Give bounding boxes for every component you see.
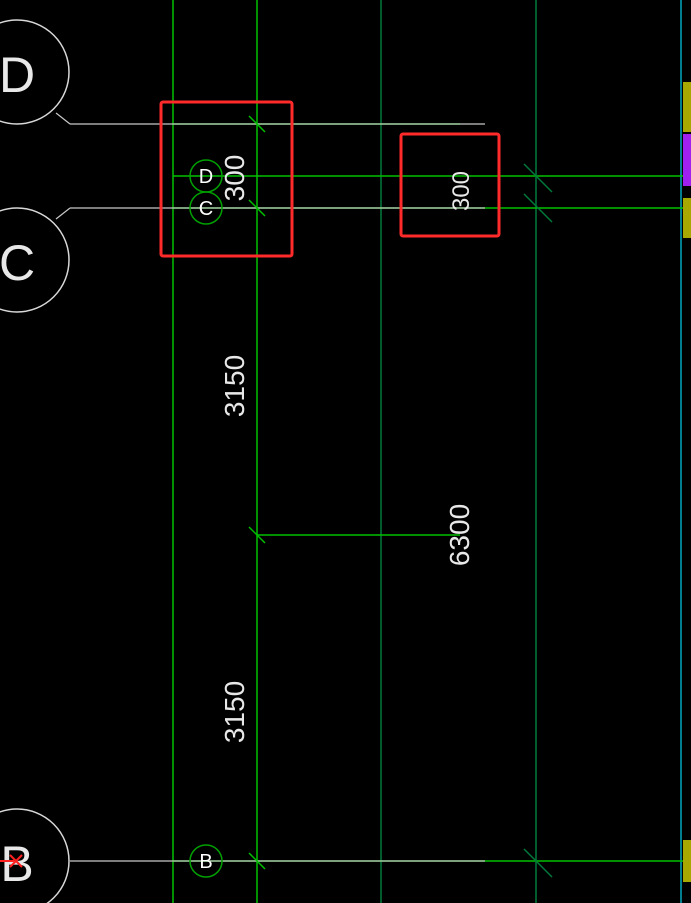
- purple-block[interactable]: [683, 134, 691, 186]
- small-bubble-b[interactable]: B: [189, 844, 223, 878]
- red-x-marker-icon: [0, 854, 23, 868]
- yellow-block[interactable]: [683, 82, 691, 132]
- axis-bubble-label-b: B: [0, 836, 33, 892]
- dimension-tick: [523, 193, 553, 223]
- axis-bubble-d[interactable]: D: [0, 19, 70, 125]
- dimension-text-300-left[interactable]: 300: [219, 155, 250, 202]
- small-bubble-label-d: D: [199, 166, 213, 188]
- yellow-block[interactable]: [683, 840, 691, 882]
- dimension-tick: [248, 199, 266, 217]
- axis-bubble-c[interactable]: C: [0, 207, 70, 313]
- dimension-text-6300[interactable]: 6300: [444, 504, 475, 566]
- highlight-box-right: [399, 132, 501, 238]
- dimension-text-3150-upper[interactable]: 3150: [219, 355, 250, 417]
- small-bubble-label-b: B: [199, 851, 212, 873]
- yellow-block[interactable]: [683, 198, 691, 238]
- small-bubble-c[interactable]: C: [189, 191, 223, 225]
- highlight-box-left: [159, 100, 294, 258]
- axis-leader-d: [55, 112, 71, 125]
- dimension-tick: [523, 163, 553, 193]
- dimension-tick: [523, 848, 553, 878]
- dimension-text-3150-lower[interactable]: 3150: [219, 681, 250, 743]
- dimension-tick: [248, 852, 266, 870]
- axis-bubble-b[interactable]: B: [0, 808, 70, 903]
- dimension-tick: [248, 526, 266, 544]
- axis-bubble-label-d: D: [0, 47, 35, 103]
- axis-bubble-label-c: C: [0, 235, 35, 291]
- dimension-text-300-right[interactable]: 300: [448, 171, 475, 211]
- small-bubble-label-c: C: [199, 198, 213, 220]
- dimension-tick: [248, 115, 266, 133]
- axis-leader-c: [55, 207, 71, 220]
